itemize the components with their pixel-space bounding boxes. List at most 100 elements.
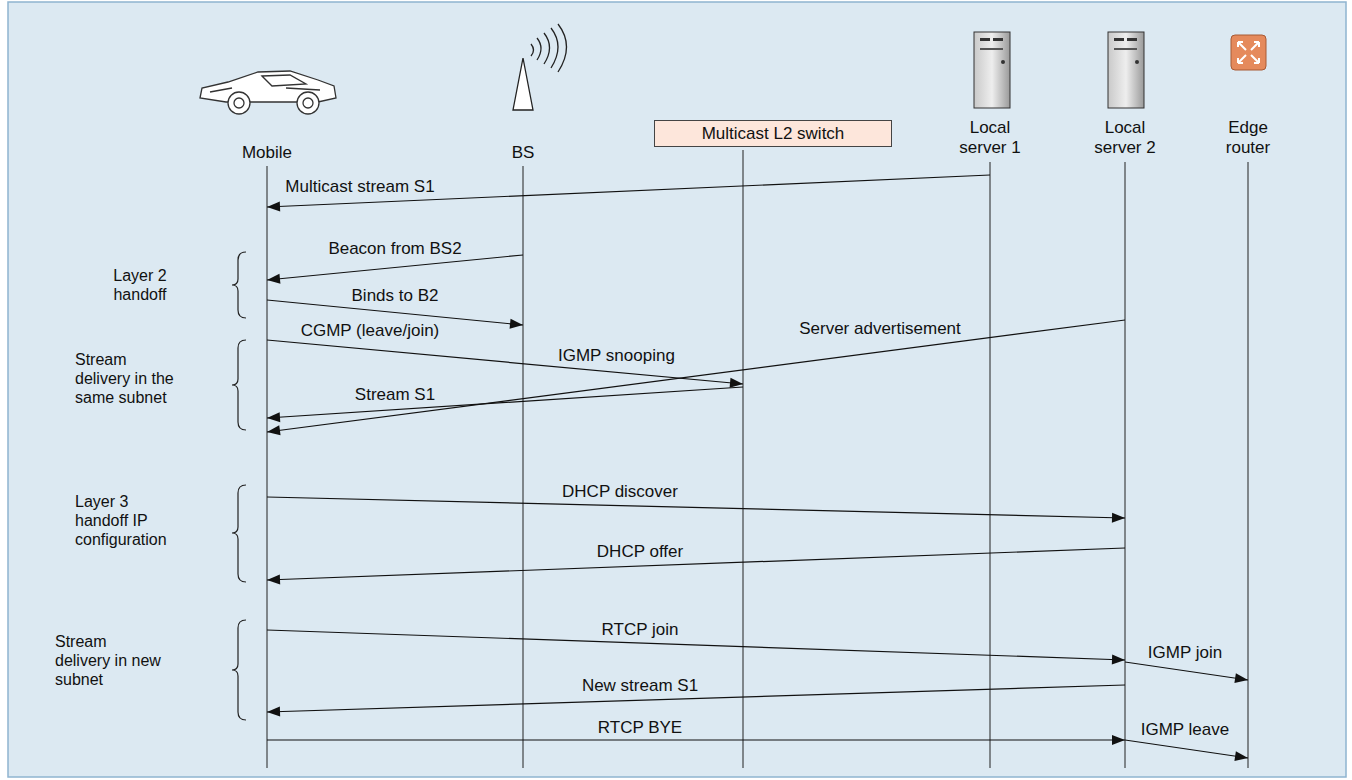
message-label: IGMP leave: [1138, 720, 1233, 739]
lifeline: [523, 166, 524, 768]
braces: [232, 252, 246, 720]
arrowhead: [1112, 735, 1125, 745]
curly-brace: [232, 485, 246, 582]
node-text: BS: [493, 143, 553, 163]
message-line: [267, 630, 1125, 660]
participant-label: Mobile: [222, 143, 312, 163]
phase-label: Stream delivery in the same subnet: [75, 350, 175, 407]
message-line: [267, 340, 743, 384]
message-arrow: [267, 548, 1125, 585]
message-line: [267, 175, 990, 207]
arrowhead: [267, 425, 281, 435]
curly-brace: [232, 340, 246, 430]
lifelines: [267, 150, 1248, 768]
car-wheel: [228, 92, 250, 114]
message-label: Multicast stream S1: [282, 177, 437, 196]
lifeline: [990, 162, 991, 768]
radio-wave: [551, 28, 558, 68]
car-hub: [303, 98, 313, 108]
phase-label: Layer 3 handoff IP configuration: [75, 492, 175, 549]
lifeline: [1125, 162, 1126, 768]
antenna-mast: [513, 58, 533, 110]
message-label: RTCP join: [599, 620, 682, 639]
server-slot: [1127, 38, 1137, 41]
arrowhead: [267, 201, 280, 211]
node-text: Mobile: [222, 143, 312, 163]
message-label: DHCP offer: [594, 542, 686, 561]
node-text: Local server 2: [1087, 118, 1163, 158]
car-line: [286, 88, 320, 90]
server-led: [1135, 60, 1139, 64]
message-label: Stream S1: [352, 385, 438, 404]
phase-label: Layer 2 handoff: [95, 266, 185, 304]
arrowhead: [267, 274, 280, 284]
message-line: [1125, 740, 1248, 758]
arrowhead: [1112, 513, 1125, 523]
lifeline: [1248, 162, 1249, 768]
message-label: Binds to B2: [349, 286, 442, 305]
message-label: New stream S1: [579, 676, 701, 695]
server-slot: [1114, 48, 1137, 50]
background-panel: [8, 2, 1346, 777]
message-line: [267, 497, 1125, 518]
antenna-icon: [513, 24, 567, 110]
server-icon: [974, 32, 1010, 108]
server-icon: [1108, 32, 1144, 108]
message-arrow: [267, 735, 1125, 745]
server-slot: [993, 38, 1003, 41]
router-icon: [1231, 35, 1266, 70]
message-label: RTCP BYE: [595, 718, 685, 737]
server-body: [974, 32, 1010, 108]
radio-wave: [531, 44, 534, 56]
message-arrow: [267, 175, 990, 211]
car-wheel: [297, 92, 319, 114]
message-label: IGMP join: [1145, 643, 1225, 662]
arrowhead: [510, 319, 523, 329]
message-label: Beacon from BS2: [325, 239, 464, 258]
message-arrow: [267, 340, 743, 388]
server-led: [1001, 60, 1005, 64]
message-line: [267, 255, 523, 280]
message-label: IGMP snooping: [555, 346, 678, 365]
participant-label: Local server 2: [1087, 118, 1163, 158]
participant-label: Local server 1: [952, 118, 1028, 158]
message-arrow: [267, 497, 1125, 523]
arrowhead: [267, 412, 280, 422]
arrowhead: [1112, 655, 1125, 665]
participant-label: BS: [493, 143, 553, 163]
switch-box: Multicast L2 switch: [654, 120, 892, 147]
lifeline: [267, 166, 268, 768]
message-arrow: [267, 320, 1125, 435]
arrowhead: [1234, 751, 1248, 761]
router-body: [1231, 35, 1266, 70]
message-line: [267, 320, 1125, 432]
node-text: Multicast L2 switch: [702, 124, 845, 144]
server-body: [1108, 32, 1144, 108]
message-arrow: [267, 387, 743, 422]
arrowhead: [730, 378, 743, 388]
message-arrow: [267, 630, 1125, 665]
server-slot: [1114, 38, 1124, 41]
message-line: [267, 548, 1125, 580]
node-text: Edge router: [1215, 118, 1281, 158]
curly-brace: [232, 620, 246, 720]
participant-label: Edge router: [1215, 118, 1281, 158]
arrowhead: [267, 707, 280, 717]
message-label: DHCP discover: [559, 482, 681, 501]
node-text: Local server 1: [952, 118, 1028, 158]
message-arrow: [267, 255, 523, 284]
arrowhead: [1234, 673, 1248, 683]
phase-label: Stream delivery in new subnet: [55, 632, 165, 689]
message-arrow: [1125, 740, 1248, 761]
router-arrows: [1238, 42, 1259, 63]
car-hub: [234, 98, 244, 108]
message-line: [267, 739, 1125, 740]
server-slot: [980, 48, 1003, 50]
message-label: CGMP (leave/join): [298, 321, 443, 340]
car-window: [262, 75, 306, 86]
server-slot: [980, 38, 990, 41]
message-line: [267, 387, 743, 418]
